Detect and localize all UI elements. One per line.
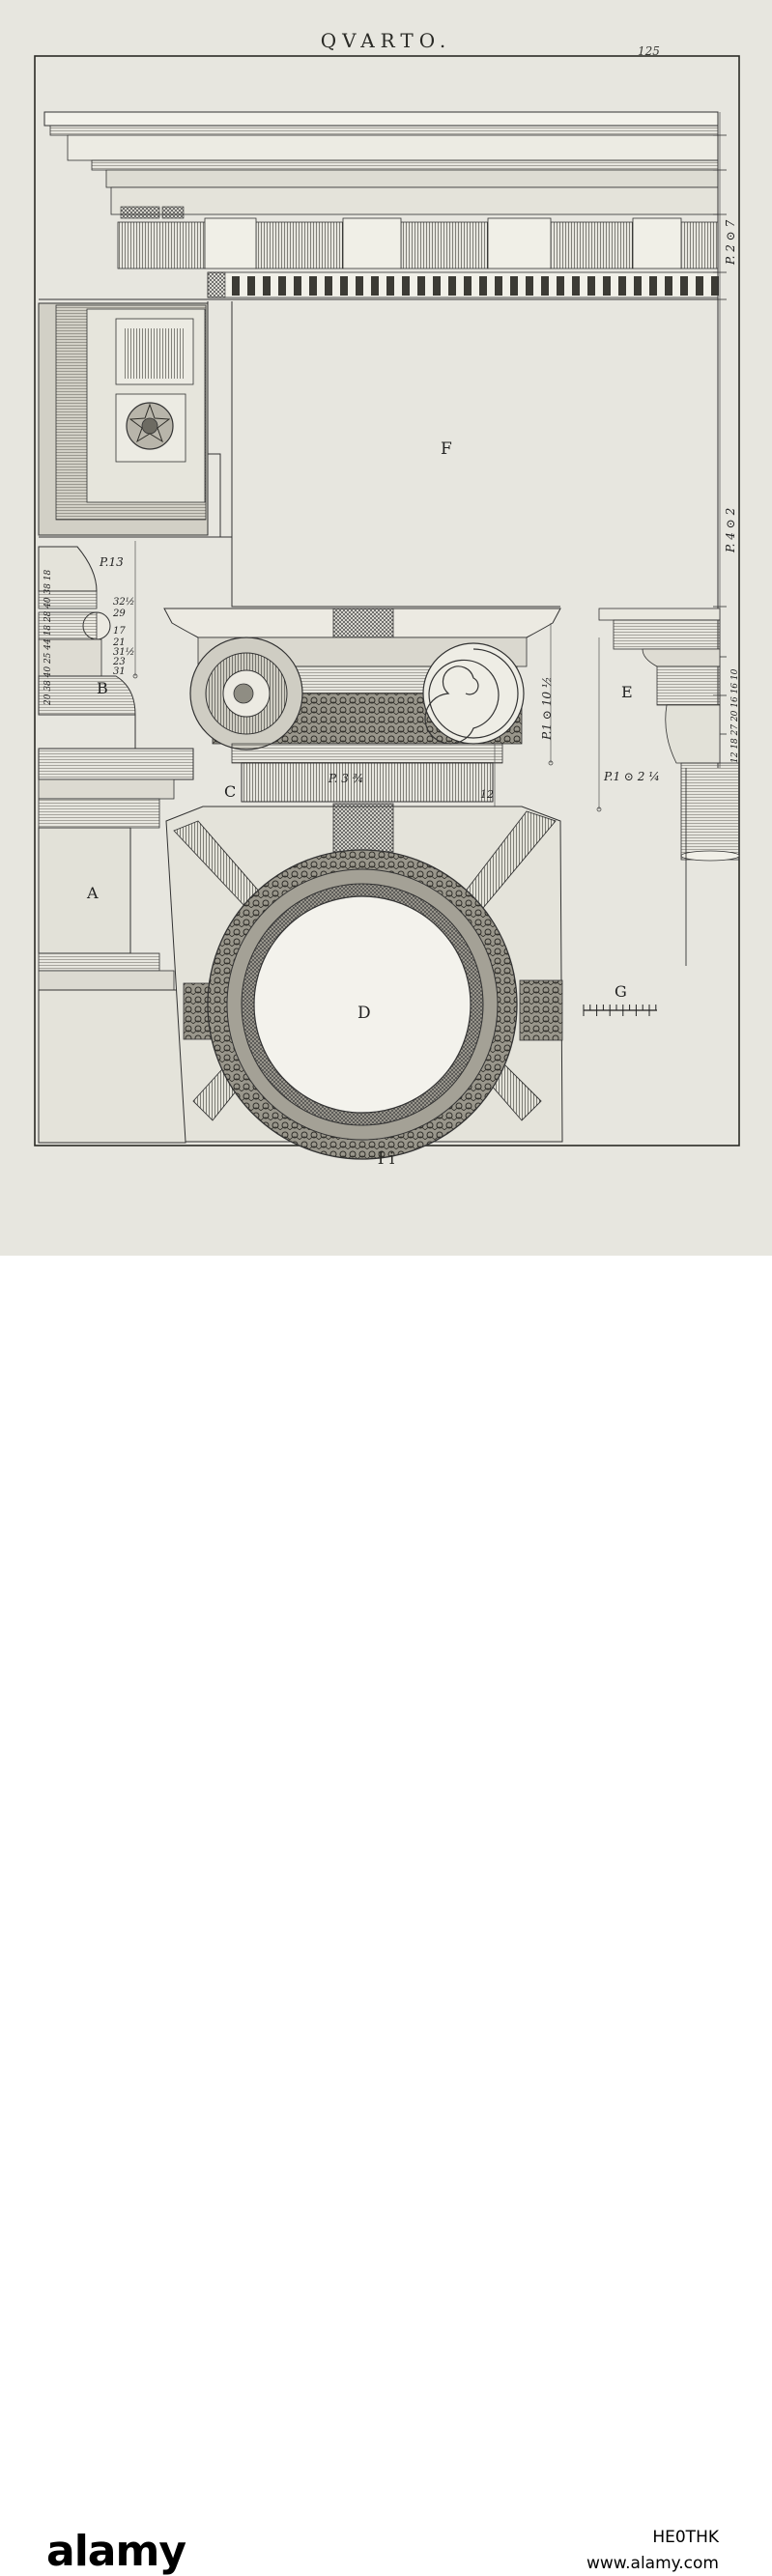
dentil [541, 276, 549, 296]
measure-right-top: P. 2 ⊙ 7 [724, 219, 737, 266]
measure-right-mid: P. 4 ⊙ 2 [724, 508, 737, 553]
brand-logo: alamy [46, 2527, 186, 2576]
dentil [587, 276, 595, 296]
signature-mark: I i [377, 1149, 395, 1169]
dentil [402, 276, 410, 296]
dentil [572, 276, 580, 296]
dentil [263, 276, 271, 296]
dentil [325, 276, 332, 296]
dentil [495, 276, 502, 296]
soffit-panel [38, 301, 232, 538]
dentil [309, 276, 317, 296]
running-head: QVARTO. [320, 29, 452, 52]
dentil [603, 276, 611, 296]
dentil [634, 276, 642, 296]
dentil [294, 276, 301, 296]
dentil [340, 276, 348, 296]
label-g: G [615, 982, 627, 1001]
base-measure-value: 17 [113, 626, 126, 637]
watermark-bar: alamy HE0THK www.alamy.com [0, 1256, 772, 2576]
dentil [479, 276, 487, 296]
dentil [464, 276, 472, 296]
dentil [247, 276, 255, 296]
scale-bar [583, 1005, 657, 1016]
volute-left-icon [189, 637, 303, 750]
dentil [711, 276, 719, 296]
base-measure-value: 21 [112, 637, 126, 648]
measure-c-height: P.1 ⊙ 10 ½ [540, 677, 554, 742]
dentil [433, 276, 441, 296]
dentil [386, 276, 394, 296]
measure-e-side: 12 18 27 20 16 16 10 [730, 668, 740, 763]
dentil [448, 276, 456, 296]
dentil [278, 276, 286, 296]
volute-right-icon [422, 642, 525, 745]
dentil [371, 276, 379, 296]
dentil [557, 276, 564, 296]
dentil [510, 276, 518, 296]
base-measure-value: 32½ [113, 597, 134, 608]
stock-url[interactable]: www.alamy.com [586, 2554, 719, 2573]
capital-plan [165, 803, 563, 1160]
dentil [680, 276, 688, 296]
measure-b-side: 20 38 40 25 44 18 28 40 38 18 [43, 569, 53, 706]
base-measure-value: 23 [112, 657, 126, 667]
page-number: 125 [638, 44, 660, 58]
measure-e-width: P.1 ⊙ 2 ¼ [603, 770, 660, 783]
column-base-profile [38, 541, 194, 1144]
base-measure-value: 29 [112, 609, 126, 619]
label-f: F [441, 439, 452, 459]
entablature [39, 111, 719, 300]
label-a: A [86, 884, 99, 902]
dentil [696, 276, 703, 296]
measure-c-twelve: 12 [480, 788, 494, 801]
cornice-profile-e [596, 608, 740, 966]
plate-page: QVARTO. 125 [0, 0, 772, 1256]
measure-p13: P.13 [99, 555, 124, 569]
label-b: B [97, 679, 108, 697]
label-c: C [224, 782, 236, 801]
label-e: E [621, 683, 633, 701]
stock-id: HE0THK [652, 2528, 719, 2547]
dentil [665, 276, 672, 296]
dentil [649, 276, 657, 296]
dentil [232, 276, 240, 296]
dentil [618, 276, 626, 296]
measure-c-width: P. 3 ¾ [328, 772, 363, 785]
dentil [356, 276, 363, 296]
ionic-capital [163, 608, 561, 816]
label-d: D [357, 1004, 371, 1023]
dentil [417, 276, 425, 296]
base-measure-value: 31½ [113, 647, 134, 658]
dentil [526, 276, 533, 296]
base-measure-value: 31 [113, 666, 126, 677]
